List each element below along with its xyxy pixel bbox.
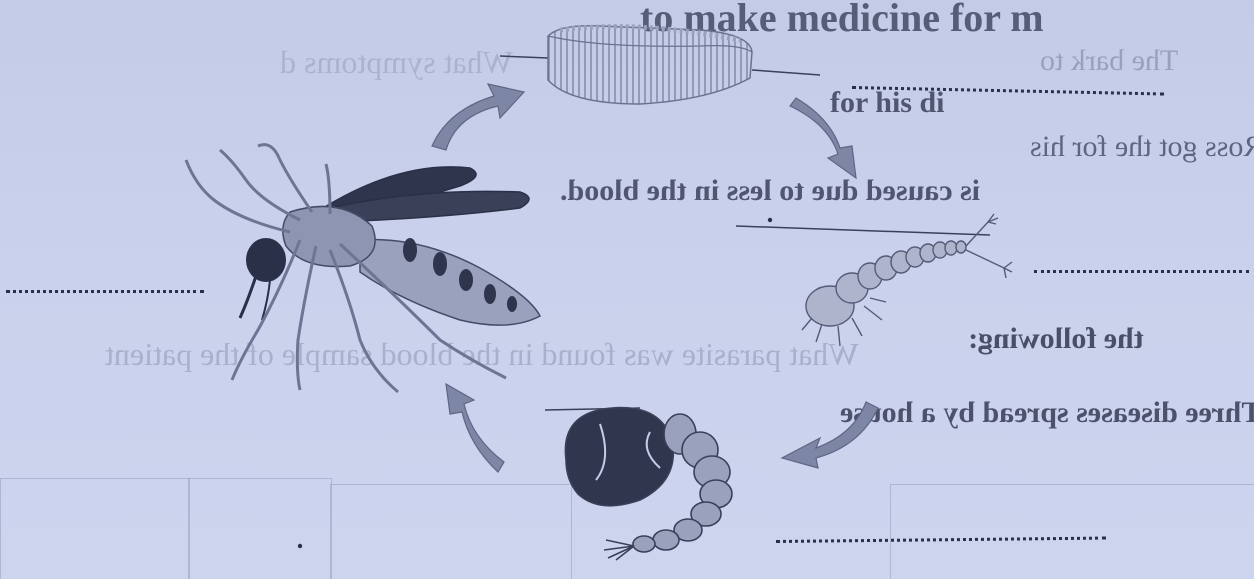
arrow-pupa-to-adult <box>446 384 504 472</box>
arrow-adult-to-egg <box>432 84 524 150</box>
ink-dot <box>768 218 772 222</box>
larva-icon <box>802 214 1012 346</box>
pupa-icon <box>565 408 732 560</box>
egg-pointer-line <box>500 56 548 58</box>
arrow-larva-to-pupa <box>782 402 878 468</box>
larva-pointer-line <box>736 226 990 235</box>
ink-dot <box>298 544 302 548</box>
egg-raft-icon <box>548 26 752 104</box>
arrow-egg-to-larva <box>790 98 856 178</box>
egg-pointer-line-right <box>752 70 820 75</box>
adult-mosquito-icon <box>186 145 540 392</box>
